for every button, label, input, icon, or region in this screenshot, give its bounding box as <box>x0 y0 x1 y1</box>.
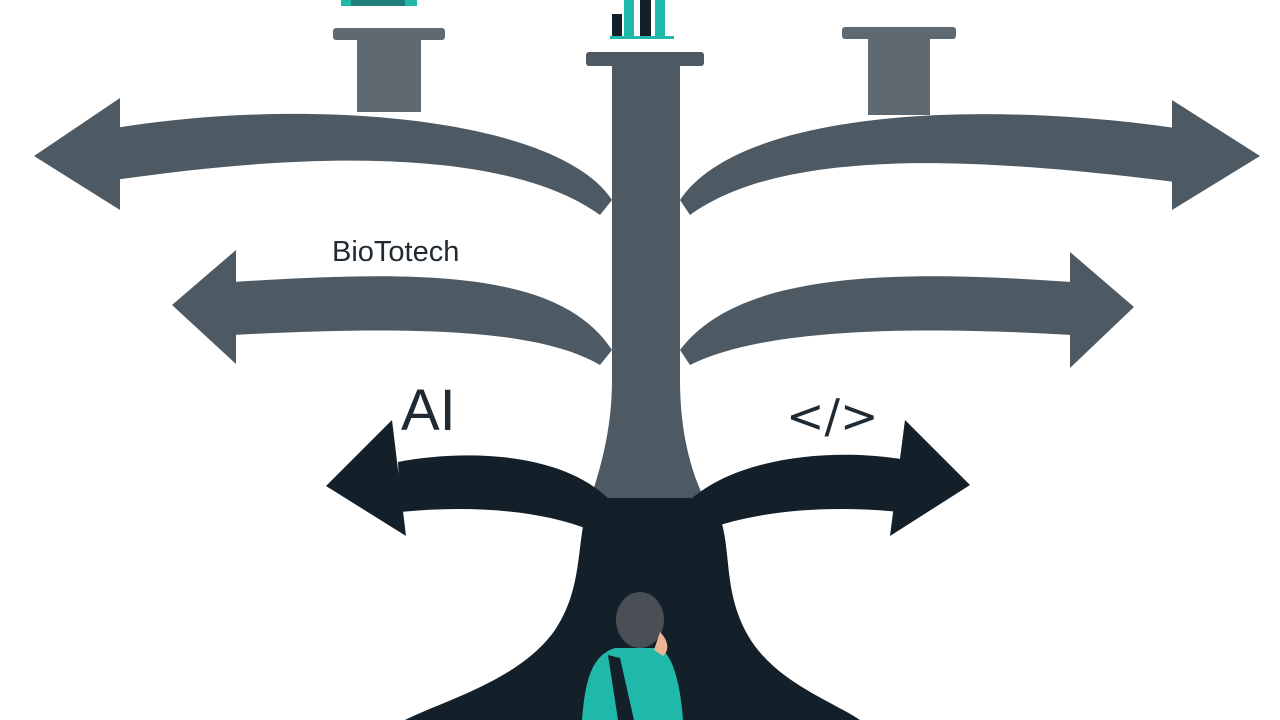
upper-right-branch-arrow <box>680 100 1260 215</box>
lower-right-branch-arrow <box>690 420 970 536</box>
left-pedestal <box>333 28 445 112</box>
upper-left-branch-arrow <box>34 98 612 215</box>
right-pedestal <box>842 27 956 115</box>
middle-right-branch-arrow <box>680 252 1134 368</box>
code-label: </> <box>786 389 879 443</box>
central-trunk <box>590 66 705 500</box>
middle-left-branch-arrow <box>172 250 612 365</box>
center-pedestal <box>586 52 704 66</box>
lower-left-branch-arrow <box>326 420 610 536</box>
monitor-icon <box>341 0 417 6</box>
bar-chart-icon <box>610 0 674 39</box>
ai-label: AI <box>401 378 456 443</box>
biotech-label: BioTotech <box>332 236 459 268</box>
person-thinking-icon <box>582 592 683 720</box>
